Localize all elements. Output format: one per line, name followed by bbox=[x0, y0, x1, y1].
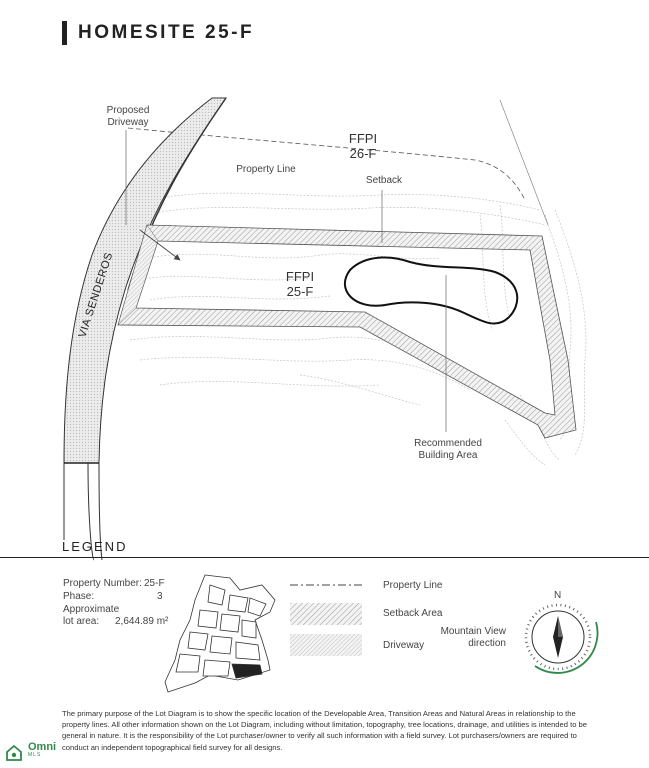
property-line-north bbox=[127, 127, 526, 201]
label-proposed-driveway-line-1: Proposed bbox=[106, 105, 150, 116]
legend-item-property-line: Property Line bbox=[383, 580, 443, 591]
legend-title: LEGEND bbox=[62, 539, 128, 554]
label-ffpi-26f: FFPI 26-F bbox=[343, 131, 383, 161]
label-ffpi-25f: FFPI 25-F bbox=[280, 269, 320, 299]
omni-mls-logo: Omni MLS bbox=[6, 741, 57, 759]
legend-setback-sample bbox=[290, 603, 362, 625]
label-ffpi-26f-line-1: FFPI bbox=[348, 131, 378, 146]
legend-divider bbox=[0, 557, 649, 558]
area-value: 2,644.89 m² bbox=[115, 616, 169, 627]
road-edge-lower bbox=[87, 462, 95, 561]
header: HOMESITE 25-F bbox=[62, 20, 254, 46]
page-title: HOMESITE 25-F bbox=[78, 22, 255, 43]
label-setback: Setback bbox=[365, 175, 403, 186]
recommended-building-area bbox=[344, 256, 519, 325]
property-number-value: 25-F bbox=[144, 578, 165, 589]
area-label-line-2: lot area: bbox=[63, 616, 100, 627]
label-ffpi-25f-line-1: FFPI bbox=[285, 269, 315, 284]
label-building-area-line-1: Recommended bbox=[414, 438, 482, 449]
legend-driveway-sample bbox=[290, 634, 362, 656]
label-ffpi-25f-line-2: 25-F bbox=[286, 284, 314, 299]
topographic-contours bbox=[129, 192, 587, 466]
property-number-label: Property Number: bbox=[63, 578, 142, 589]
phase-label: Phase: bbox=[63, 591, 95, 602]
mountain-view-label: Mountain View direction bbox=[436, 626, 506, 650]
logo-sub: MLS bbox=[28, 752, 42, 758]
mountain-view-line-1: Mountain View bbox=[440, 626, 506, 637]
driveway bbox=[117, 224, 159, 326]
site-plan-thumbnail bbox=[164, 574, 276, 693]
disclaimer-text: The primary purpose of the Lot Diagram i… bbox=[62, 709, 587, 752]
driveway-arrow-icon bbox=[139, 229, 181, 261]
phase-value: 3 bbox=[157, 591, 163, 602]
compass-north-label: N bbox=[554, 590, 562, 601]
road-edge-lower-2 bbox=[98, 462, 103, 561]
legend-item-setback-area: Setback Area bbox=[383, 608, 443, 619]
label-property-line: Property Line bbox=[236, 164, 296, 175]
area-label-line-1: Approximate bbox=[63, 604, 120, 615]
setback-area bbox=[117, 224, 577, 439]
omni-logo-icon bbox=[6, 744, 22, 761]
label-building-area-line-2: Building Area bbox=[418, 450, 478, 461]
logo-text: Omni MLS bbox=[28, 741, 57, 759]
label-ffpi-26f-line-2: 26-F bbox=[349, 146, 377, 161]
mountain-view-line-2: direction bbox=[468, 638, 506, 649]
label-proposed-driveway-line-2: Driveway bbox=[107, 117, 149, 128]
title-bar-mark bbox=[62, 21, 67, 45]
property-line-east bbox=[499, 99, 549, 226]
legend-item-driveway: Driveway bbox=[383, 640, 425, 651]
logo-name: Omni bbox=[28, 741, 57, 753]
label-recommended-building-area: Recommended Building Area bbox=[410, 438, 486, 462]
compass-icon bbox=[524, 603, 599, 674]
label-proposed-driveway: Proposed Driveway bbox=[103, 105, 153, 129]
